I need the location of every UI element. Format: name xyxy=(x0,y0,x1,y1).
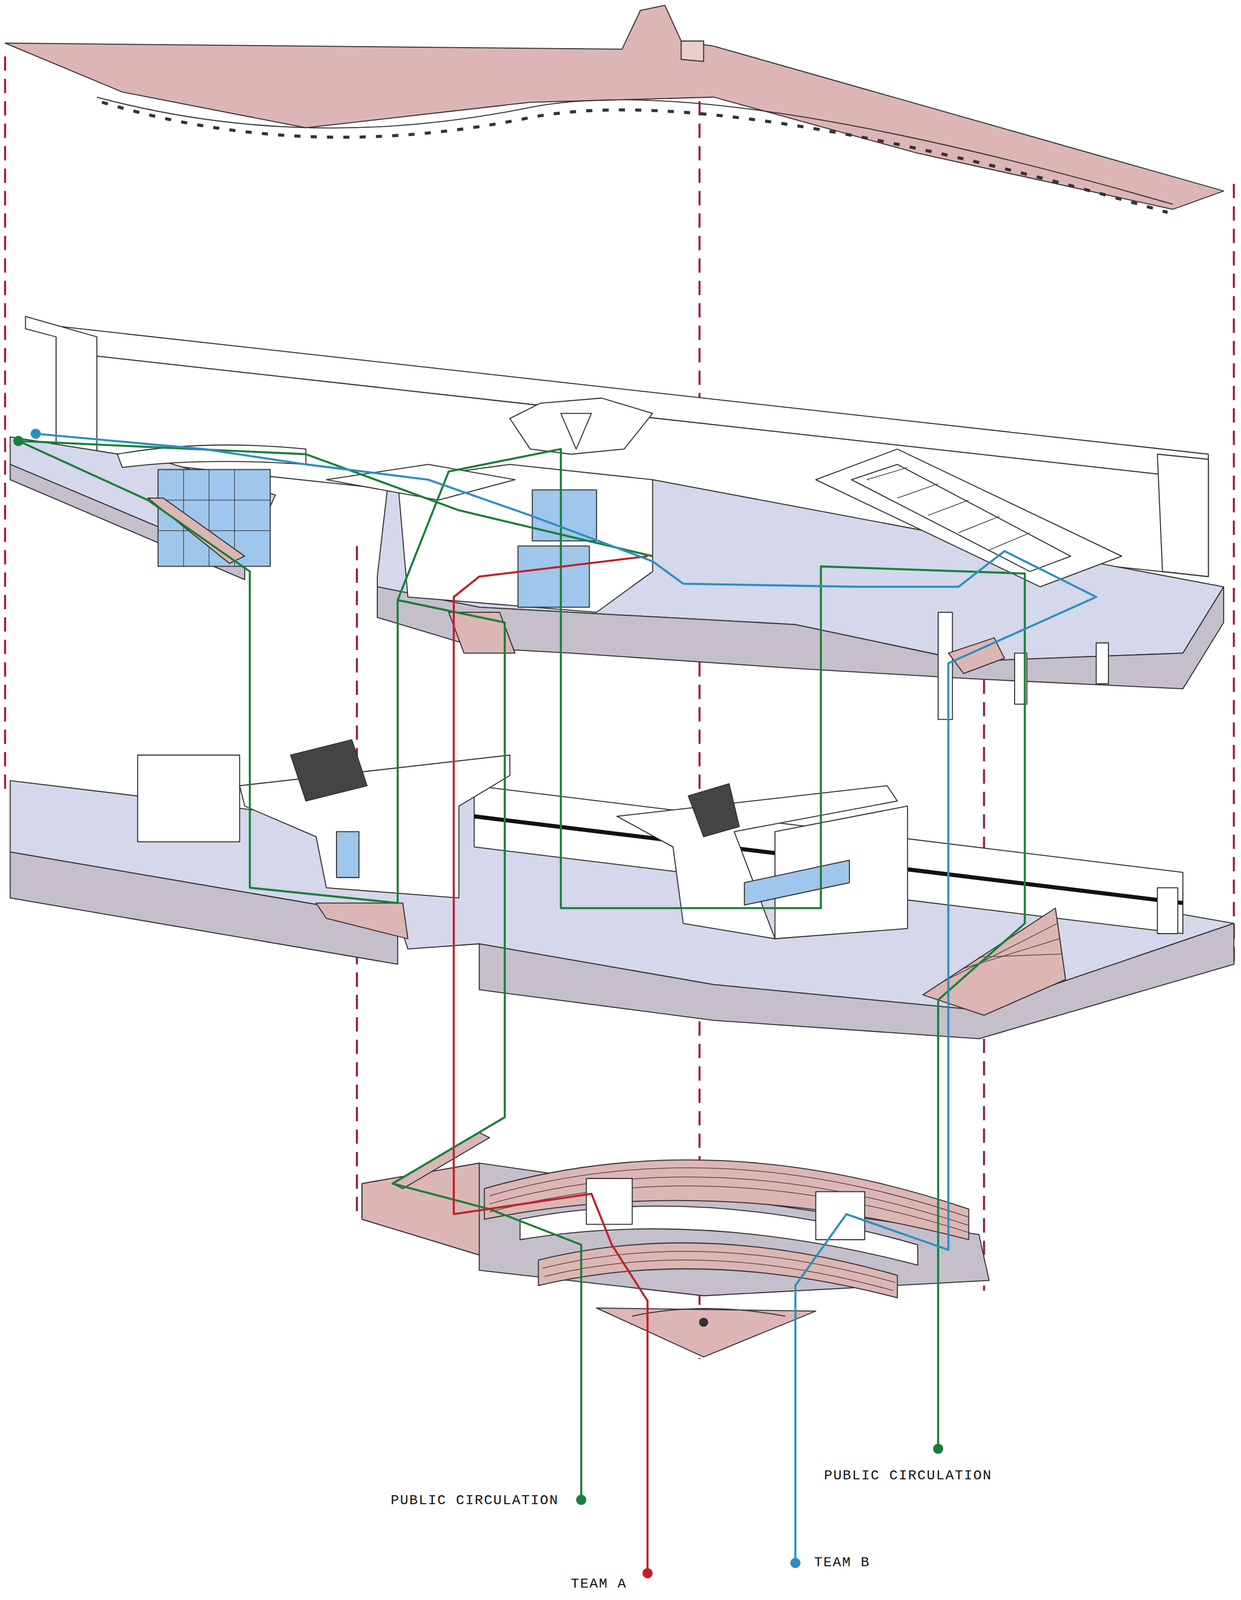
alignment-line xyxy=(3,56,6,791)
tunnel-block xyxy=(586,1177,632,1224)
route-dot xyxy=(30,428,42,439)
circulation-lines xyxy=(18,433,1097,1574)
roof xyxy=(4,5,1224,213)
stair xyxy=(922,907,1066,1016)
dugout xyxy=(632,1308,786,1316)
solar-panel xyxy=(290,739,367,801)
public-route xyxy=(18,440,582,1500)
stair xyxy=(948,637,1005,674)
seating-lower xyxy=(538,1242,898,1298)
window xyxy=(744,859,850,905)
stair-steps xyxy=(943,923,1062,982)
trophy xyxy=(699,1317,708,1326)
canopy-sail xyxy=(509,398,653,455)
tower xyxy=(1157,454,1209,577)
stadium-bowl xyxy=(361,1132,989,1357)
upper-level xyxy=(10,316,1225,719)
canopy-detail xyxy=(560,413,592,449)
alignment-line xyxy=(1233,183,1236,964)
roof-edge xyxy=(96,97,1173,205)
building xyxy=(239,755,510,898)
window xyxy=(336,831,359,878)
route-label: TEAM B xyxy=(814,1554,871,1571)
route-dot xyxy=(933,1443,944,1454)
stair xyxy=(147,497,245,563)
slab-side xyxy=(479,923,1234,1039)
truss-post xyxy=(1157,887,1178,934)
route-label: TEAM A xyxy=(570,1576,627,1592)
pavilion-deck xyxy=(851,464,1071,572)
stair xyxy=(392,1132,490,1189)
solar-panel xyxy=(688,783,740,837)
route-label: PUBLIC CIRCULATION xyxy=(390,1492,559,1509)
pavilion-roof xyxy=(815,448,1122,587)
team-b-route xyxy=(35,433,1097,1563)
column xyxy=(938,612,953,720)
tunnel-block xyxy=(815,1191,865,1240)
roof-ribs xyxy=(101,102,1168,213)
stair xyxy=(316,902,409,939)
middle-level xyxy=(10,739,1235,1039)
pitch xyxy=(596,1307,817,1357)
route-dot xyxy=(790,1557,801,1568)
route-label: PUBLIC CIRCULATION xyxy=(824,1467,992,1484)
route-dot xyxy=(642,1567,653,1579)
public-route xyxy=(397,448,1025,1448)
window xyxy=(532,489,597,542)
pavilion-roof xyxy=(117,444,306,468)
roof-slats xyxy=(866,467,1031,550)
window xyxy=(518,545,590,607)
team-a-route xyxy=(453,555,648,1573)
route-dot xyxy=(13,435,24,447)
route-dots xyxy=(13,428,944,1578)
seating-rows xyxy=(542,1250,896,1291)
public-route xyxy=(18,440,653,556)
route-dot xyxy=(576,1494,587,1505)
alignment-lines xyxy=(4,56,1234,1359)
block xyxy=(137,755,240,842)
roof-crown xyxy=(681,41,704,62)
column xyxy=(1096,642,1109,684)
